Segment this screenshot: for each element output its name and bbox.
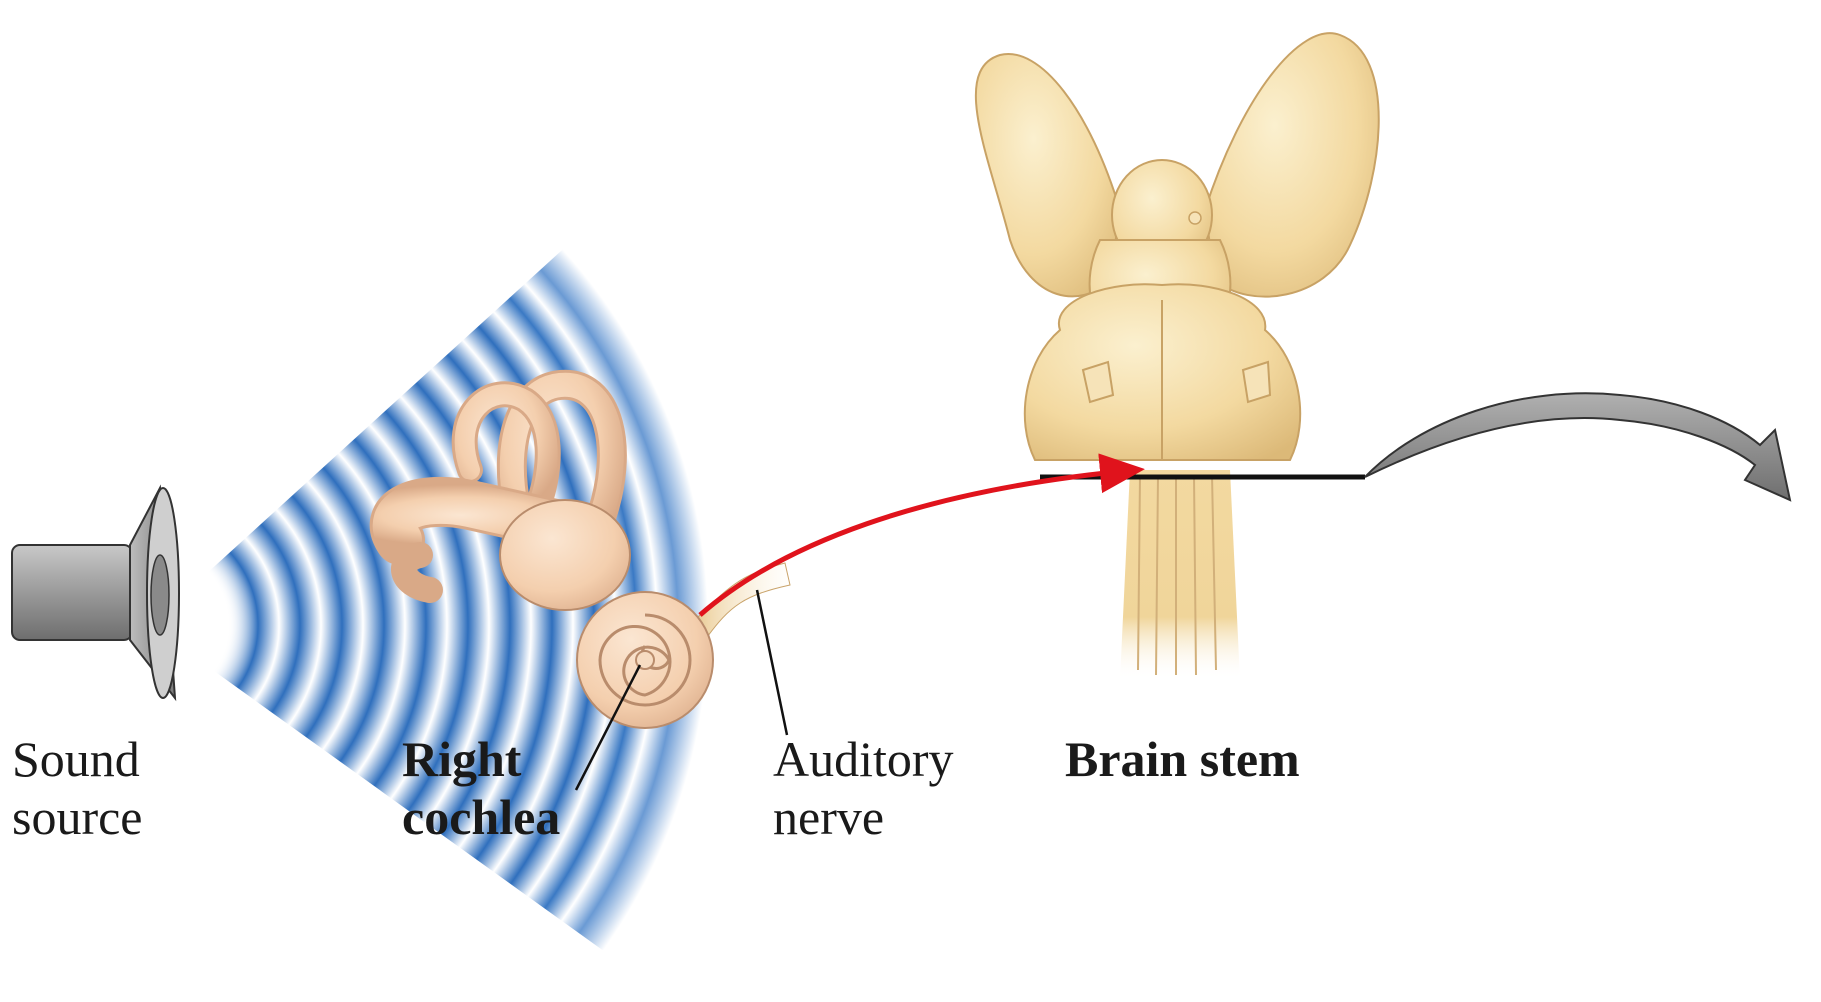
right-cochlea-label-line-1: Right [402,730,560,788]
right-cochlea-label: Right cochlea [402,730,560,846]
sound-source-label-line-1: Sound [12,730,143,788]
right-cochlea-label-line-2: cochlea [402,788,560,846]
continuation-arrow [1365,393,1790,500]
brain-stem-label-text: Brain stem [1065,730,1300,788]
sound-source-label: Sound source [12,730,143,846]
auditory-nerve-label: Auditory nerve [773,730,954,846]
brain-stem-label: Brain stem [1065,730,1300,788]
sound-waves [150,150,815,1000]
speaker-icon [12,488,179,698]
auditory-nerve-label-line-1: Auditory [773,730,954,788]
brainstem-illustration [976,33,1379,680]
auditory-nerve-label-line-2: nerve [773,788,954,846]
sound-source-label-line-2: source [12,788,143,846]
